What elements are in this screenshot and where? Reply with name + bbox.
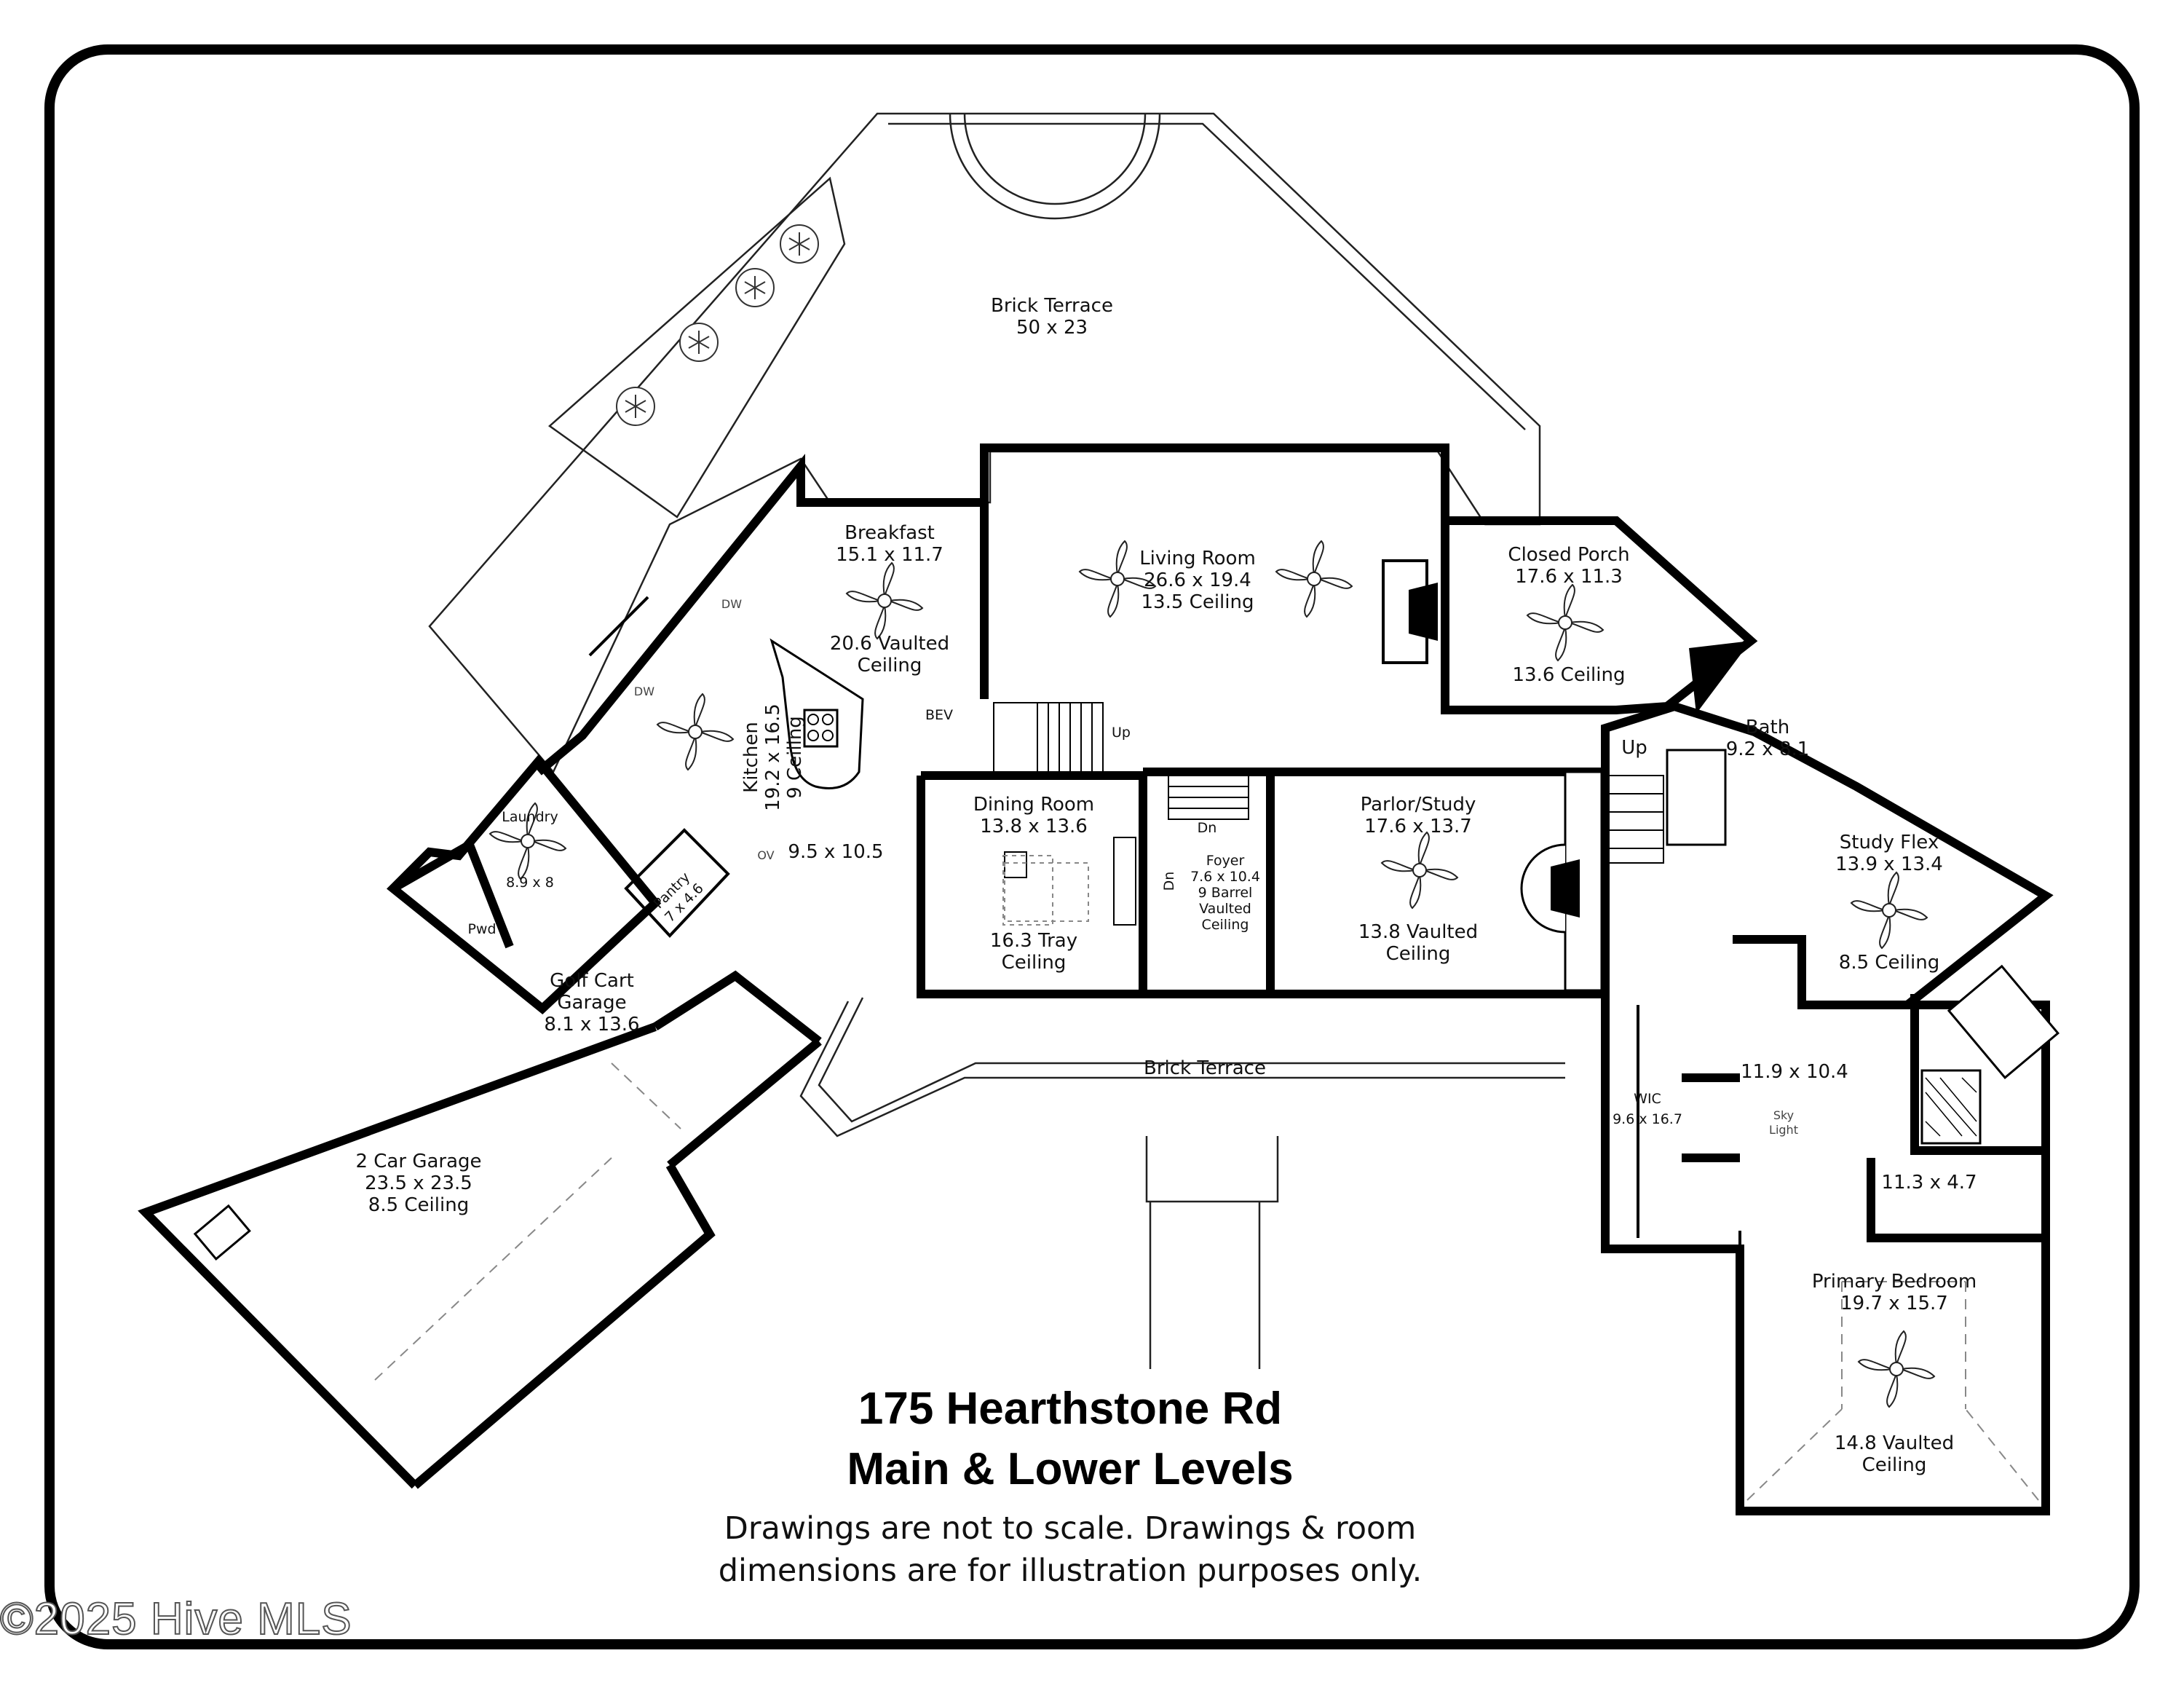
stairs (993, 702, 1664, 926)
disclaimer-line-2: dimensions are for illustration purposes… (718, 1553, 1423, 1589)
study-flex-name: Study Flex (1840, 832, 1939, 853)
breakfast-size: 15.1 x 11.7 (836, 544, 943, 566)
walls-main (387, 443, 2054, 1515)
garage-walls (138, 970, 822, 1489)
mudroom-size: 9.5 x 10.5 (788, 841, 883, 863)
garage-name: 2 Car Garage (355, 1151, 481, 1172)
parlor-ceiling-1: 13.8 Vaulted (1358, 921, 1478, 943)
closed-porch-name: Closed Porch (1508, 544, 1629, 566)
brick-terrace-front-name: Brick Terrace (1144, 1057, 1266, 1079)
closed-porch-size: 17.6 x 11.3 (1515, 566, 1623, 588)
foyer-name: Foyer (1206, 853, 1245, 869)
dining-room-name: Dining Room (973, 794, 1094, 816)
breakfast-name: Breakfast (844, 522, 935, 544)
bev-label: BEV (925, 707, 953, 723)
primary-bath-size: 11.3 x 4.7 (1881, 1172, 1977, 1194)
brick-terrace-top (428, 112, 1541, 774)
page-frame (44, 44, 2140, 1649)
closed-porch-ceiling: 13.6 Ceiling (1513, 664, 1626, 686)
primary-hall-size: 11.9 x 10.4 (1741, 1061, 1848, 1083)
golf-cart-name-1: Golf Cart (550, 970, 634, 992)
laundry-name: Laundry (502, 809, 558, 825)
primary-bedroom-ceiling-2: Ceiling (1862, 1454, 1927, 1476)
stair-dn-label: Dn (1198, 820, 1217, 836)
dw-label-1: DW (721, 597, 742, 611)
stair-up-label: Up (1112, 725, 1131, 741)
breakfast-ceiling-1: 20.6 Vaulted (830, 633, 949, 655)
stair-dn-label-2: Dn (1161, 872, 1177, 891)
garage-ceiling: 8.5 Ceiling (368, 1194, 469, 1216)
primary-bedroom-ceiling-1: 14.8 Vaulted (1835, 1432, 1954, 1454)
primary-vault-lines (1004, 862, 2039, 1501)
dining-room-ceiling-2: Ceiling (1002, 952, 1067, 974)
kitchen-island (769, 638, 1053, 926)
foyer-ceiling-1: 9 Barrel (1198, 885, 1253, 901)
study-flex-size: 13.9 x 13.4 (1835, 853, 1943, 875)
ov-label: OV (757, 848, 774, 862)
brick-terrace-front (799, 997, 1565, 1369)
foyer-ceiling-3: Ceiling (1202, 917, 1249, 933)
golf-cart-name-2: Garage (557, 992, 626, 1014)
brick-terrace-top-size: 50 x 23 (1016, 317, 1088, 339)
title-line-2: Main & Lower Levels (847, 1444, 1294, 1494)
dw-label-2: DW (634, 685, 654, 698)
living-room-ceiling: 13.5 Ceiling (1142, 591, 1254, 613)
disclaimer-line-1: Drawings are not to scale. Drawings & ro… (724, 1510, 1417, 1547)
laundry-size: 8.9 x 8 (506, 875, 554, 891)
foyer-ceiling-2: Vaulted (1199, 901, 1251, 917)
kitchen-name: Kitchen (740, 722, 762, 793)
primary-bedroom-size: 19.7 x 15.7 (1840, 1293, 1948, 1314)
wic-name: WIC (1634, 1091, 1661, 1107)
primary-bedroom-name: Primary Bedroom (1812, 1271, 1977, 1293)
skylight-label-1: Sky (1773, 1108, 1794, 1122)
golf-cart-size: 8.1 x 13.6 (544, 1014, 639, 1036)
breakfast-ceiling-2: Ceiling (858, 655, 922, 677)
wic-size: 9.6 x 16.7 (1613, 1111, 1682, 1127)
kitchen-size: 19.2 x 16.5 (762, 703, 784, 811)
parlor-size: 17.6 x 13.7 (1364, 816, 1472, 837)
pwd-name: Pwd (467, 921, 496, 937)
garage-size: 23.5 x 23.5 (365, 1172, 472, 1194)
dining-room-size: 13.8 x 13.6 (980, 816, 1088, 837)
dining-room-ceiling-1: 16.3 Tray (990, 930, 1077, 952)
title-line-1: 175 Hearthstone Rd (858, 1384, 1283, 1434)
living-room-name: Living Room (1139, 548, 1256, 569)
kitchen-ceiling: 9 Ceiling (784, 716, 806, 799)
foyer-size: 7.6 x 10.4 (1190, 869, 1260, 885)
study-flex-ceiling: 8.5 Ceiling (1839, 952, 1939, 974)
parlor-name: Parlor/Study (1361, 794, 1476, 816)
brick-terrace-top-name: Brick Terrace (991, 295, 1113, 317)
bath-size: 9.2 x 8.1 (1726, 738, 1810, 760)
skylight-label-2: Light (1769, 1123, 1798, 1137)
parlor-ceiling-2: Ceiling (1386, 943, 1451, 965)
watermark: ©2025 Hive MLS (0, 1593, 352, 1645)
bath-name: Bath (1746, 717, 1789, 738)
living-room-size: 26.6 x 19.4 (1144, 569, 1251, 591)
stair-up-label-2: Up (1621, 737, 1647, 759)
